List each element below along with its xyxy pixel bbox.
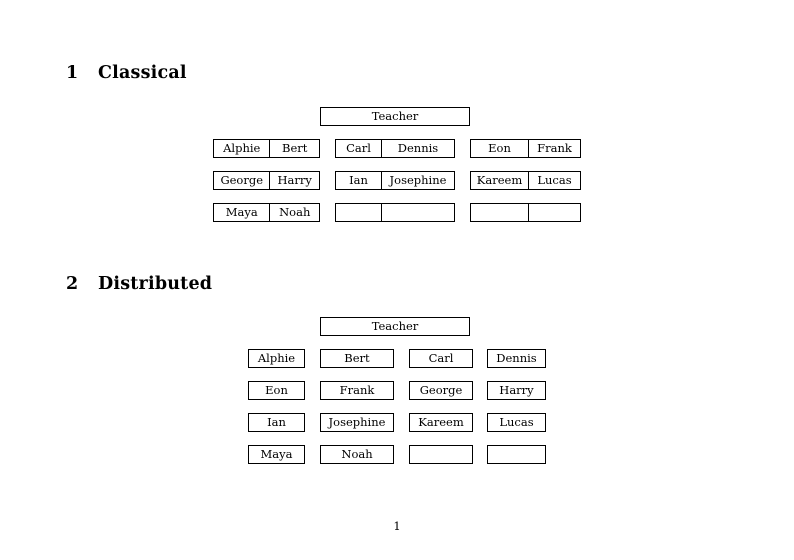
student-cell[interactable]: Harry	[269, 172, 319, 189]
student-pair-row[interactable]: Ian Josephine	[335, 171, 455, 190]
student-cell[interactable]: Eon	[488, 141, 511, 155]
student-pair-row[interactable]: Kareem Lucas	[470, 171, 581, 190]
student-box[interactable]: Frank	[320, 381, 394, 400]
student-cell-empty[interactable]	[336, 204, 381, 221]
student-cell[interactable]: Frank	[528, 140, 580, 157]
student-cell[interactable]: Ian	[349, 173, 368, 187]
student-box[interactable]: Carl	[409, 349, 473, 368]
student-box[interactable]: Noah	[320, 445, 394, 464]
student-box[interactable]: Lucas	[487, 413, 546, 432]
student-box[interactable]: Dennis	[487, 349, 546, 368]
student-box[interactable]: George	[409, 381, 473, 400]
student-cell[interactable]: Kareem	[476, 173, 523, 187]
student-box[interactable]: Alphie	[248, 349, 305, 368]
student-box[interactable]: Harry	[487, 381, 546, 400]
student-box[interactable]: Kareem	[409, 413, 473, 432]
student-box[interactable]: Josephine	[320, 413, 394, 432]
student-cell-empty[interactable]	[471, 204, 528, 221]
student-cell[interactable]: Josephine	[381, 172, 454, 189]
student-box[interactable]: Bert	[320, 349, 394, 368]
student-box[interactable]: Maya	[248, 445, 305, 464]
section-heading-distributed: 2 Distributed	[66, 274, 212, 294]
page-number: 1	[393, 519, 401, 533]
student-cell-empty[interactable]	[528, 204, 580, 221]
student-cell[interactable]: Dennis	[381, 140, 454, 157]
section-title-2: Distributed	[98, 274, 213, 294]
student-box[interactable]: Eon	[248, 381, 305, 400]
student-pair-row[interactable]: Maya Noah	[213, 203, 320, 222]
student-pair-row[interactable]: Alphie Bert	[213, 139, 320, 158]
section-number-1: 1	[66, 63, 79, 83]
student-box-empty[interactable]	[487, 445, 546, 464]
student-box-empty[interactable]	[409, 445, 473, 464]
student-pair-row[interactable]: George Harry	[213, 171, 320, 190]
student-cell[interactable]: Noah	[269, 204, 319, 221]
teacher-box-distributed[interactable]: Teacher	[320, 317, 470, 336]
student-cell[interactable]: Alphie	[223, 141, 261, 155]
student-pair-row[interactable]: Carl Dennis	[335, 139, 455, 158]
student-cell[interactable]: Maya	[225, 205, 258, 219]
student-pair-row-empty[interactable]	[335, 203, 455, 222]
student-cell[interactable]: Lucas	[528, 172, 580, 189]
student-pair-row[interactable]: Eon Frank	[470, 139, 581, 158]
student-cell[interactable]: Carl	[346, 141, 371, 155]
teacher-box-classical[interactable]: Teacher	[320, 107, 470, 126]
student-cell-empty[interactable]	[381, 204, 454, 221]
student-box[interactable]: Ian	[248, 413, 305, 432]
section-heading-classical: 1 Classical	[66, 63, 187, 83]
section-title-1: Classical	[98, 63, 187, 83]
student-pair-row-empty[interactable]	[470, 203, 581, 222]
student-cell[interactable]: George	[220, 173, 264, 187]
section-number-2: 2	[66, 274, 79, 294]
student-cell[interactable]: Bert	[269, 140, 319, 157]
